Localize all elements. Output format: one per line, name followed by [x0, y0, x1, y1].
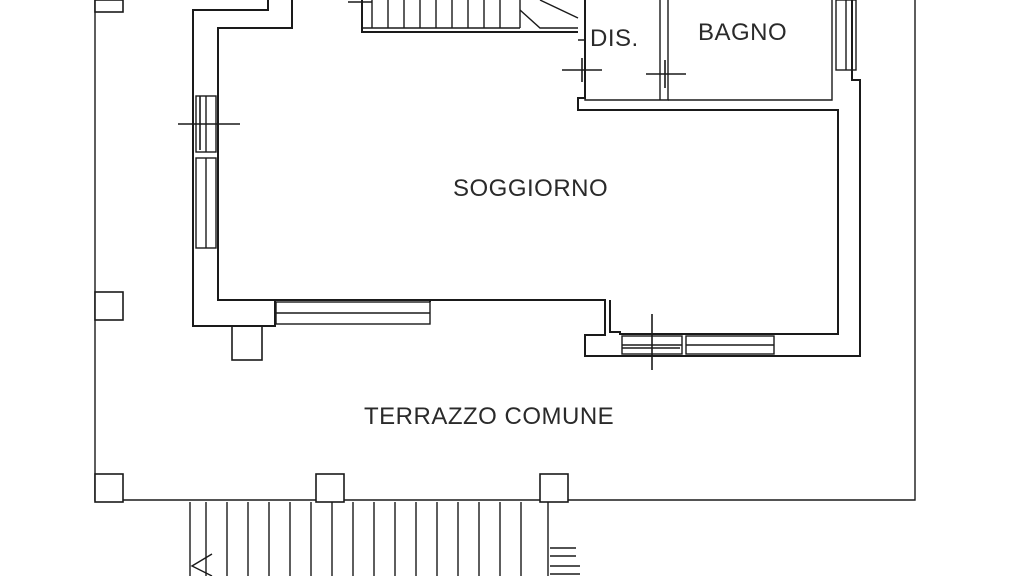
window-bottom-mid: [621, 335, 683, 355]
pillar-bottom-left: [94, 473, 124, 503]
internal-partitions: [578, 0, 833, 101]
window-left-lower: [195, 157, 217, 249]
door-ticks: [178, 58, 686, 370]
pillar-mid-left: [94, 291, 124, 321]
terrace-boundary: [94, 0, 916, 501]
room-label-bagno: BAGNO: [698, 19, 787, 46]
pillar-bottom-mid: [315, 473, 345, 503]
external-stair: [189, 502, 580, 576]
pillar-bottom-right: [539, 473, 569, 503]
window-bottom-left: [275, 301, 431, 325]
partition-dis: [578, 0, 669, 101]
room-label-terrazzo: TERRAZZO COMUNE: [364, 403, 614, 430]
room-label-disimpegno: DIS.: [590, 25, 639, 52]
pillar-under-wall: [231, 325, 263, 361]
terrace-pillars: [94, 0, 569, 503]
window-right: [835, 0, 857, 71]
window-bottom-right: [685, 335, 775, 355]
windows: [195, 0, 857, 355]
internal-stair: [348, 0, 579, 29]
room-label-soggiorno: SOGGIORNO: [453, 175, 608, 202]
apartment-walls: [192, 0, 861, 357]
pillar-top-left: [94, 0, 124, 13]
window-left-upper: [195, 95, 217, 153]
stair-direction-arrow-icon: [190, 553, 213, 576]
partition-bagno-bottom: [668, 0, 833, 101]
